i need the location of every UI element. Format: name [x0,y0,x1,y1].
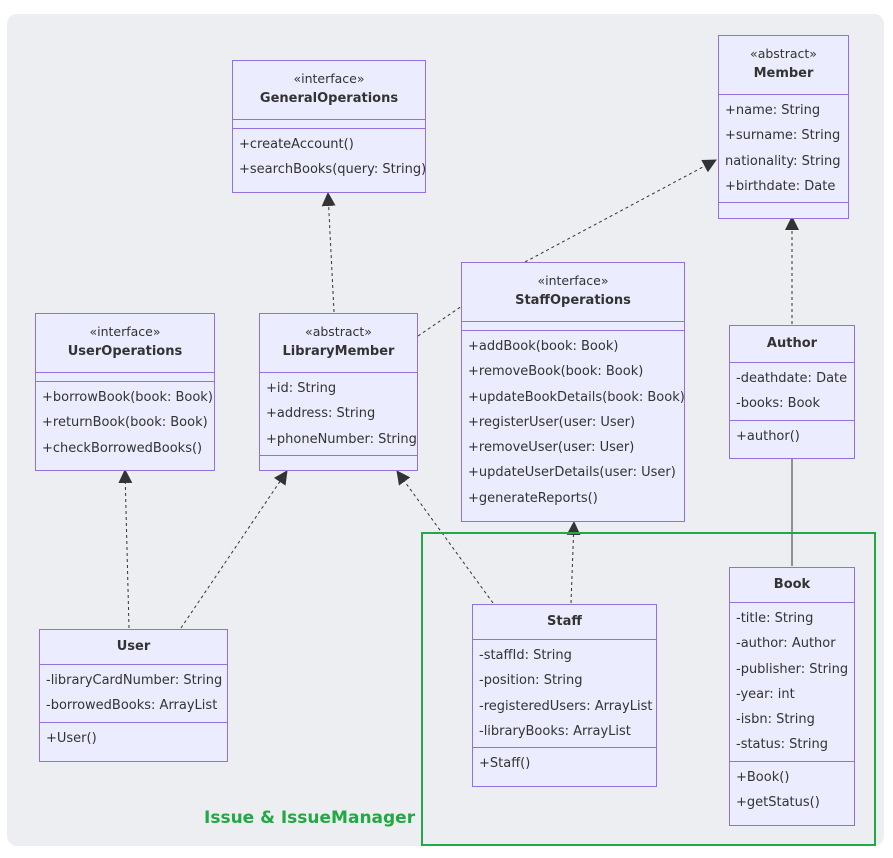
attributes-section: +name: String +surname: String nationali… [719,95,848,204]
attribute: -borrowedBooks: ArrayList [46,698,218,714]
attribute: -deathdate: Date [736,371,848,386]
attribute: nationality: String [725,153,841,169]
method: +returnBook(book: Book) [42,415,208,431]
attribute: -position: String [479,673,583,689]
edge-librarymember-generaloperations [321,192,336,313]
class-user[interactable]: User -libraryCardNumber: String -borrowe… [39,629,228,762]
method: +generateReports() [468,490,598,506]
method: +updateUserDetails(user: User) [468,465,676,481]
class-header: «abstract» LibraryMember [260,314,417,373]
attribute: -registeredUsers: ArrayList [479,698,653,714]
class-name: LibraryMember [282,344,395,359]
method: +searchBooks(query: String) [239,162,427,178]
attributes-section [233,120,425,129]
attribute: +phoneNumber: String [266,431,417,447]
methods-section [260,456,417,464]
class-staff-operations[interactable]: «interface» StaffOperations +addBook(boo… [461,262,685,522]
edge-user-useroperations [118,469,133,629]
class-name: StaffOperations [515,293,631,308]
class-book[interactable]: Book -title: String -author: Author -pub… [729,567,855,826]
attribute: -isbn: String [736,712,815,728]
attribute: +surname: String [725,128,841,144]
class-name: UserOperations [67,344,183,359]
class-member[interactable]: «abstract» Member +name: String +surname… [718,35,849,219]
group-label: Issue & IssueManager [204,808,416,828]
attribute: +id: String [266,381,337,396]
class-stereotype: «abstract» [305,324,372,339]
method: +author() [736,428,800,444]
class-name: Author [766,336,818,351]
class-header: Book [730,568,854,603]
class-header: «interface» UserOperations [36,314,214,373]
attribute: -libraryBooks: ArrayList [479,723,631,739]
method: +registerUser(user: User) [468,414,636,430]
attributes-section: -title: String -author: Author -publishe… [730,603,854,762]
methods-section: +Book() +getStatus() [730,762,854,819]
class-general-operations[interactable]: «interface» GeneralOperations +createAcc… [232,60,426,193]
attribute: -title: String [736,611,814,626]
attribute: +address: String [266,406,376,422]
methods-section: +borrowBook(book: Book) +returnBook(book… [36,382,214,464]
method: +borrowBook(book: Book) [42,390,213,405]
attribute: -staffId: String [479,648,572,663]
attributes-section [36,373,214,382]
methods-section: +author() [730,421,854,452]
class-library-member[interactable]: «abstract» LibraryMember +id: String +ad… [259,313,418,471]
methods-section: +User() [40,723,227,754]
edge-staff-staffoperations [566,521,581,604]
class-name: GeneralOperations [259,91,399,106]
methods-section: +createAccount() +searchBooks(query: Str… [233,129,427,186]
class-name: User [116,639,151,654]
method: +removeUser(user: User) [468,440,635,456]
attributes-section [462,322,684,331]
method: +createAccount() [239,137,354,152]
class-author[interactable]: Author -deathdate: Date -books: Book +au… [729,325,855,459]
method: +User() [46,730,97,746]
class-user-operations[interactable]: «interface» UserOperations +borrowBook(b… [35,313,215,471]
method: +updateBookDetails(book: Book) [468,389,685,405]
attribute: -year: int [736,686,795,702]
attribute: +birthdate: Date [725,178,836,194]
method: +Staff() [479,756,531,772]
edge-user-librarymember [180,470,288,629]
class-header: «interface» StaffOperations [462,263,684,322]
class-header: Staff [473,605,656,640]
class-header: Author [730,326,854,363]
class-name: Member [753,66,814,81]
attribute: -publisher: String [736,661,849,677]
class-name: Staff [547,614,582,629]
method: +getStatus() [736,795,820,811]
attributes-section: +id: String +address: String +phoneNumbe… [260,373,417,456]
method: +addBook(book: Book) [468,339,619,354]
group-issue-issuemanager [421,532,876,846]
attributes-section: -libraryCardNumber: String -borrowedBook… [40,665,227,723]
class-stereotype: «abstract» [750,46,817,61]
class-staff[interactable]: Staff -staffId: String -position: String… [472,604,657,787]
class-stereotype: «interface» [537,273,609,288]
attribute: -author: Author [736,636,836,652]
edge-librarymember-member [417,160,716,337]
attribute: -libraryCardNumber: String [46,673,223,688]
class-header: «interface» GeneralOperations [233,61,425,120]
attribute: -status: String [736,737,828,753]
method: +checkBorrowedBooks() [42,440,203,456]
attributes-section: -staffId: String -position: String -regi… [473,640,656,749]
method: +removeBook(book: Book) [468,364,644,380]
attribute: -books: Book [736,396,821,412]
attribute: +name: String [725,103,821,118]
class-header: «abstract» Member [719,36,848,95]
method: +Book() [736,769,790,785]
methods-section: +Staff() [473,748,656,779]
attributes-section: -deathdate: Date -books: Book [730,363,854,421]
class-stereotype: «interface» [89,324,161,339]
class-header: User [40,630,227,665]
methods-section: +addBook(book: Book) +removeBook(book: B… [462,331,685,514]
methods-section [719,203,848,211]
class-stereotype: «interface» [293,71,365,86]
class-name: Book [773,577,811,592]
